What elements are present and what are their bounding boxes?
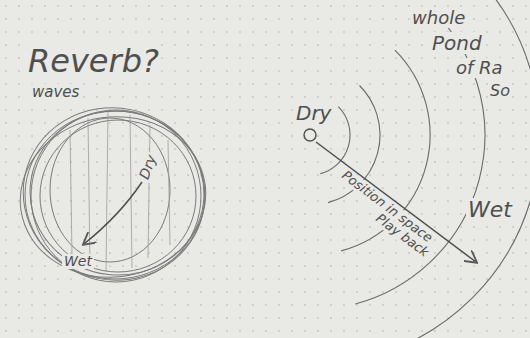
arrow-label: Position in space: [337, 167, 436, 247]
dry-label: Dry: [136, 151, 160, 183]
scribble-loop: [10, 105, 216, 289]
wet-label: Wet: [466, 198, 514, 222]
dry-label: Dry: [294, 102, 333, 124]
dry-wet-arrow: [84, 182, 142, 244]
scribble-loop: [50, 118, 170, 262]
subtitle-note: waves: [30, 84, 81, 101]
scribble-loop: [22, 102, 212, 283]
scribble-strokes: [70, 112, 170, 272]
sketch-title: Reverb?: [26, 44, 161, 79]
wet-label: Wet: [62, 254, 94, 269]
scribble-loop: [25, 111, 205, 279]
scribbled-circle: [7, 91, 221, 297]
margin-note: Pond: [430, 32, 484, 54]
position-arrow: [316, 142, 476, 262]
margin-note: whole: [410, 8, 467, 28]
scribble-loop: [31, 110, 201, 282]
wave-arc: [370, 0, 530, 338]
scribble-loop: [40, 120, 196, 272]
margin-note: So: [488, 82, 512, 100]
margin-note: of Ra: [454, 58, 505, 78]
wave-arc: [355, 11, 485, 304]
scribble-loop: [7, 91, 221, 297]
source-circle: [304, 129, 316, 141]
